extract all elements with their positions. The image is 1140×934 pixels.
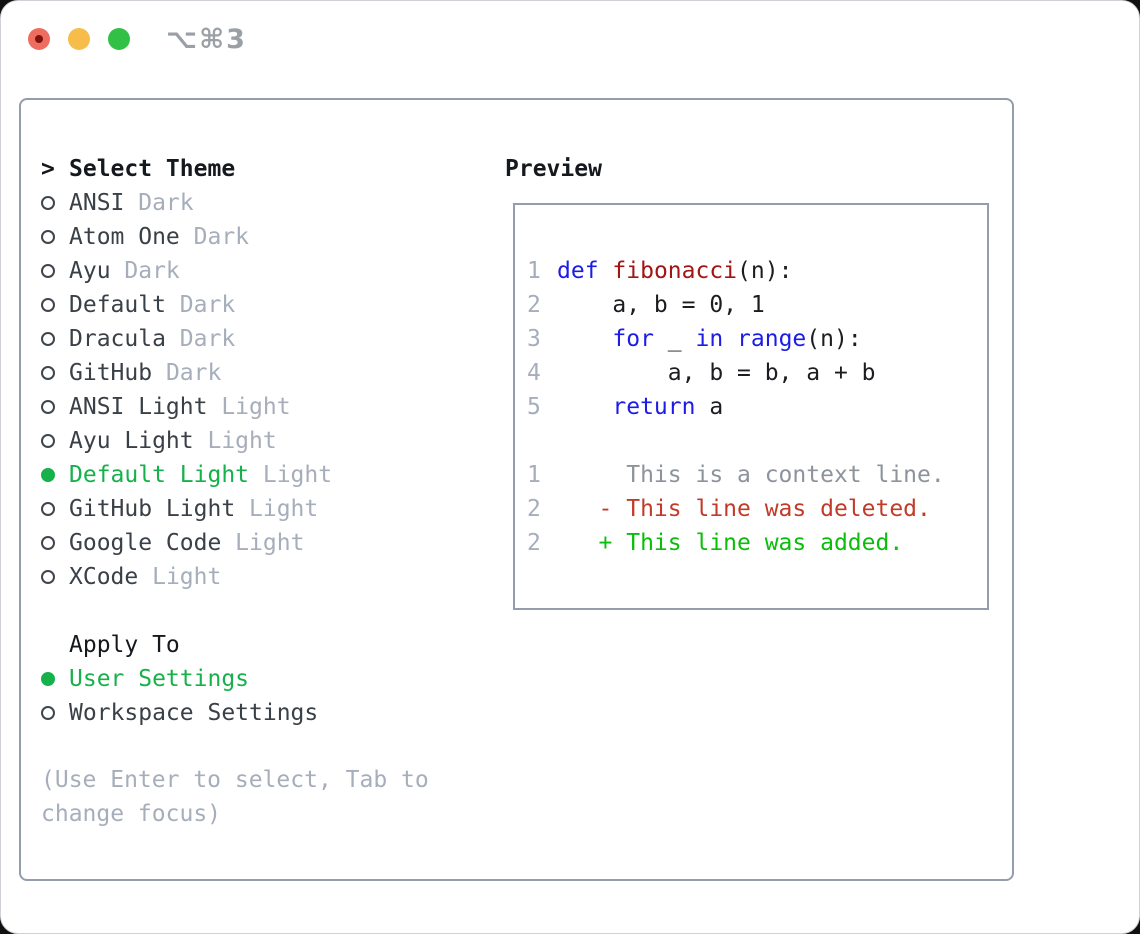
preview-heading: Preview	[505, 156, 602, 182]
theme-option-ayu[interactable]: Ayu Dark	[41, 254, 491, 288]
theme-option-label: Atom One Dark	[69, 224, 250, 250]
radio-icon	[41, 366, 69, 380]
theme-option-google-code[interactable]: Google Code Light	[41, 526, 491, 560]
line-number: 5	[527, 394, 541, 420]
apply-option-label: Workspace Settings	[69, 700, 319, 726]
line-number: 1	[527, 258, 541, 284]
theme-option-label: Ayu Dark	[69, 258, 180, 284]
theme-option-label: GitHub Light Light	[69, 496, 319, 522]
window-controls	[28, 28, 130, 50]
radio-icon	[41, 706, 69, 720]
theme-option-label: ANSI Dark	[69, 190, 194, 216]
radio-icon	[41, 536, 69, 550]
radio-icon	[41, 298, 69, 312]
theme-option-xcode[interactable]: XCode Light	[41, 560, 491, 594]
close-icon	[35, 35, 43, 43]
apply-option-workspace-settings[interactable]: Workspace Settings	[41, 696, 491, 730]
theme-option-label: GitHub Dark	[69, 360, 222, 386]
theme-option-default[interactable]: Default Dark	[41, 288, 491, 322]
radio-icon	[41, 332, 69, 346]
radio-icon	[41, 196, 69, 210]
theme-option-default-light[interactable]: Default Light Light	[41, 458, 491, 492]
line-number	[527, 424, 557, 458]
line-number: 1	[527, 462, 541, 488]
theme-option-label: Dracula Dark	[69, 326, 236, 352]
select-theme-label: Select Theme	[69, 156, 236, 182]
select-theme-heading: > Select Theme	[41, 152, 491, 186]
theme-option-label: Google Code Light	[69, 530, 305, 556]
hint-text: (Use Enter to select, Tab to change focu…	[41, 767, 429, 827]
radio-icon	[41, 434, 69, 448]
titlebar: ⌥⌘3	[1, 1, 1139, 77]
line-number: 2	[527, 496, 541, 522]
code-line	[527, 424, 987, 458]
theme-option-ayu-light[interactable]: Ayu Light Light	[41, 424, 491, 458]
minimize-button[interactable]	[68, 28, 90, 50]
theme-option-label: ANSI Light Light	[69, 394, 291, 420]
theme-option-label: Default Light Light	[69, 462, 333, 488]
prompt-caret-icon: >	[41, 156, 55, 182]
spacer	[41, 594, 491, 628]
window-title: ⌥⌘3	[166, 23, 247, 55]
code-line: 5 return a	[527, 390, 987, 424]
theme-option-atom-one[interactable]: Atom One Dark	[41, 220, 491, 254]
code-line: 2 + This line was added.	[527, 526, 987, 560]
theme-option-ansi-light[interactable]: ANSI Light Light	[41, 390, 491, 424]
radio-selected-icon	[41, 468, 69, 482]
line-number: 4	[527, 360, 541, 386]
code-line: 3 for _ in range(n):	[527, 322, 987, 356]
code-line: 2 a, b = 0, 1	[527, 288, 987, 322]
apply-option-label: User Settings	[69, 666, 250, 692]
radio-icon	[41, 502, 69, 516]
theme-option-github[interactable]: GitHub Dark	[41, 356, 491, 390]
theme-option-label: Default Dark	[69, 292, 236, 318]
zoom-button[interactable]	[108, 28, 130, 50]
radio-icon	[41, 264, 69, 278]
radio-icon	[41, 230, 69, 244]
radio-icon	[41, 570, 69, 584]
line-number: 2	[527, 292, 541, 318]
code-line: 1 This is a context line.	[527, 458, 987, 492]
apply-to-heading: Apply To	[41, 628, 491, 662]
theme-option-github-light[interactable]: GitHub Light Light	[41, 492, 491, 526]
close-button[interactable]	[28, 28, 50, 50]
code-line: 2 - This line was deleted.	[527, 492, 987, 526]
theme-option-dracula[interactable]: Dracula Dark	[41, 322, 491, 356]
radio-selected-icon	[41, 672, 69, 686]
theme-option-ansi[interactable]: ANSI Dark	[41, 186, 491, 220]
line-number: 3	[527, 326, 541, 352]
theme-option-label: Ayu Light Light	[69, 428, 277, 454]
theme-option-label: XCode Light	[69, 564, 222, 590]
radio-icon	[41, 400, 69, 414]
code-line: 4 a, b = b, a + b	[527, 356, 987, 390]
line-number: 2	[527, 530, 541, 556]
apply-to-label: Apply To	[69, 632, 180, 658]
apply-option-user-settings[interactable]: User Settings	[41, 662, 491, 696]
